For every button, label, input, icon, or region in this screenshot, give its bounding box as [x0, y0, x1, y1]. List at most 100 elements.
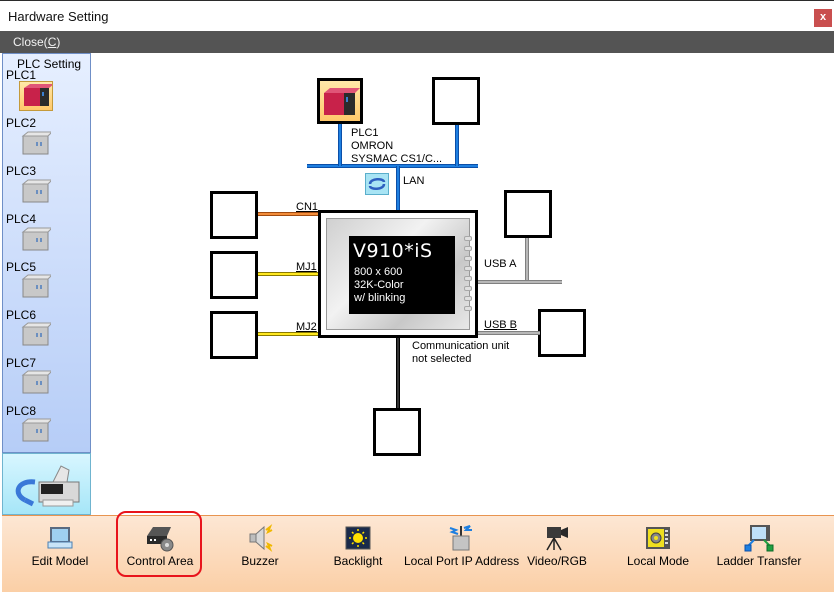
edit-model-icon	[47, 527, 73, 549]
lan-label: LAN	[403, 175, 425, 187]
mj1-label: MJ1	[296, 261, 317, 273]
hmi-led	[464, 256, 472, 261]
plc-gray-icon[interactable]	[19, 226, 54, 256]
printer-transfer-icon	[15, 465, 80, 507]
edit-model-label: Edit Model	[31, 554, 89, 568]
hmi-led	[464, 266, 472, 271]
lan-drop-hmi	[396, 166, 400, 212]
usb-b-label: USB B	[484, 319, 518, 331]
sidebar-item-plc7-label: PLC7	[6, 356, 37, 370]
sidebar-item-plc4-label: PLC4	[6, 212, 37, 226]
usb-a-label: USB A	[484, 258, 517, 270]
plc-gray-icon[interactable]	[19, 321, 54, 351]
local-port-ip-address-label: Local Port IP Address	[404, 554, 520, 568]
plc-gray-icon[interactable]	[19, 369, 54, 399]
menu-bar: Close(C)	[0, 31, 834, 53]
lan-drop-slot	[455, 124, 459, 166]
hmi-led	[464, 296, 472, 301]
comm-unit-status-line2: not selected	[412, 353, 472, 365]
mj2-empty-slot[interactable]	[210, 311, 258, 359]
comm-unit-line	[396, 336, 400, 410]
lan-drop-plc1	[338, 124, 342, 166]
hmi-led	[464, 236, 472, 241]
sidebar-header: PLC Setting	[17, 57, 82, 71]
plc1-model: SYSMAC CS1/C...	[351, 153, 443, 165]
mj2-line	[258, 332, 320, 336]
buzzer-button[interactable]: Buzzer	[220, 516, 300, 586]
sidebar-item-plc1-label: PLC1	[6, 68, 37, 82]
hmi-led	[464, 286, 472, 291]
hmi-bezel: V910*iS 800 x 600 32K-Color w/ blinking	[326, 218, 472, 330]
hmi-screen: V910*iS 800 x 600 32K-Color w/ blinking	[349, 236, 455, 314]
cn1-label: CN1	[296, 201, 319, 213]
hmi-color: 32K-Color	[354, 279, 404, 291]
local-mode-label: Local Mode	[626, 554, 690, 568]
hmi-device[interactable]: V910*iS 800 x 600 32K-Color w/ blinking	[318, 210, 478, 338]
mj1-empty-slot[interactable]	[210, 251, 258, 299]
video-rgb-icon	[546, 527, 568, 551]
ladder-transfer-icon	[744, 525, 774, 552]
backlight-icon	[345, 526, 371, 550]
plc1-device-box[interactable]	[317, 78, 363, 124]
cn1-empty-slot[interactable]	[210, 191, 258, 239]
control-area-label: Control Area	[126, 554, 194, 568]
hmi-led	[464, 246, 472, 251]
menu-close-label: Close(	[13, 35, 48, 49]
menu-close[interactable]: Close(C)	[13, 35, 60, 49]
menu-close-suffix: )	[56, 35, 61, 49]
buzzer-icon	[249, 524, 273, 552]
sidebar-item-plc2-label: PLC2	[6, 116, 37, 130]
plc-setting-sidebar: PLC Setting PLC1 PLC2 PLC3 PLC4 PLC5 PLC…	[2, 53, 91, 453]
ladder-transfer-label: Ladder Transfer	[716, 554, 802, 568]
edit-model-button[interactable]: Edit Model	[20, 516, 100, 586]
close-window-button[interactable]: x	[814, 9, 832, 27]
local-port-ip-icon	[449, 525, 472, 551]
video-rgb-label: Video/RGB	[527, 554, 587, 568]
usb-a-line	[478, 280, 562, 284]
backlight-label: Backlight	[333, 554, 383, 568]
usb-a-drop	[525, 238, 529, 283]
control-area-icon	[147, 527, 174, 552]
usb-a-empty-slot[interactable]	[504, 190, 552, 238]
sidebar-item-plc8-label: PLC8	[6, 404, 37, 418]
lan-empty-slot[interactable]	[432, 77, 480, 125]
plc-gray-icon[interactable]	[19, 273, 54, 303]
plc1-maker: OMRON	[351, 140, 394, 152]
comm-unit-empty-slot[interactable]	[373, 408, 421, 456]
local-port-ip-address-button[interactable]: Local Port IP Address	[404, 516, 520, 586]
menu-close-accelerator: C	[47, 35, 57, 49]
hmi-resolution: 800 x 600	[354, 266, 403, 278]
local-mode-icon	[646, 527, 670, 549]
control-area-button[interactable]: Control Area	[118, 516, 202, 586]
window-title: Hardware Setting	[8, 9, 109, 24]
sidebar-item-plc6-label: PLC6	[6, 308, 37, 322]
plc-gray-icon[interactable]	[19, 130, 54, 160]
control-area-highlight	[116, 511, 202, 577]
usb-b-line	[478, 331, 540, 335]
title-bar: Hardware Setting x	[0, 0, 834, 31]
plc-gray-icon[interactable]	[19, 417, 54, 447]
cn1-line	[258, 212, 320, 216]
usb-b-empty-slot[interactable]	[538, 309, 586, 357]
hmi-blink: w/ blinking	[354, 292, 406, 304]
plc-red-icon	[324, 88, 360, 115]
local-mode-button[interactable]: Local Mode	[618, 516, 698, 586]
backlight-button[interactable]: Backlight	[318, 516, 398, 586]
sidebar-item-plc5-label: PLC5	[6, 260, 37, 274]
plc-gray-icon[interactable]	[19, 178, 54, 208]
ladder-transfer-button[interactable]: Ladder Transfer	[714, 516, 804, 586]
buzzer-label: Buzzer	[241, 554, 279, 568]
video-rgb-button[interactable]: Video/RGB	[517, 516, 597, 586]
plc1-name: PLC1	[351, 127, 379, 139]
hmi-model: V910*iS	[353, 240, 433, 262]
sidebar-item-plc3-label: PLC3	[6, 164, 37, 178]
lan-sync-icon[interactable]	[365, 173, 389, 195]
comm-unit-status-line1: Communication unit	[412, 340, 510, 352]
hmi-led	[464, 276, 472, 281]
mj1-line	[258, 272, 320, 276]
plc-red-icon[interactable]	[19, 81, 54, 111]
transfer-panel[interactable]	[2, 453, 91, 515]
lan-bus	[307, 164, 478, 168]
bottom-toolbar: Edit Model Control Area Buzzer Backlight…	[2, 515, 834, 592]
hmi-led	[464, 306, 472, 311]
